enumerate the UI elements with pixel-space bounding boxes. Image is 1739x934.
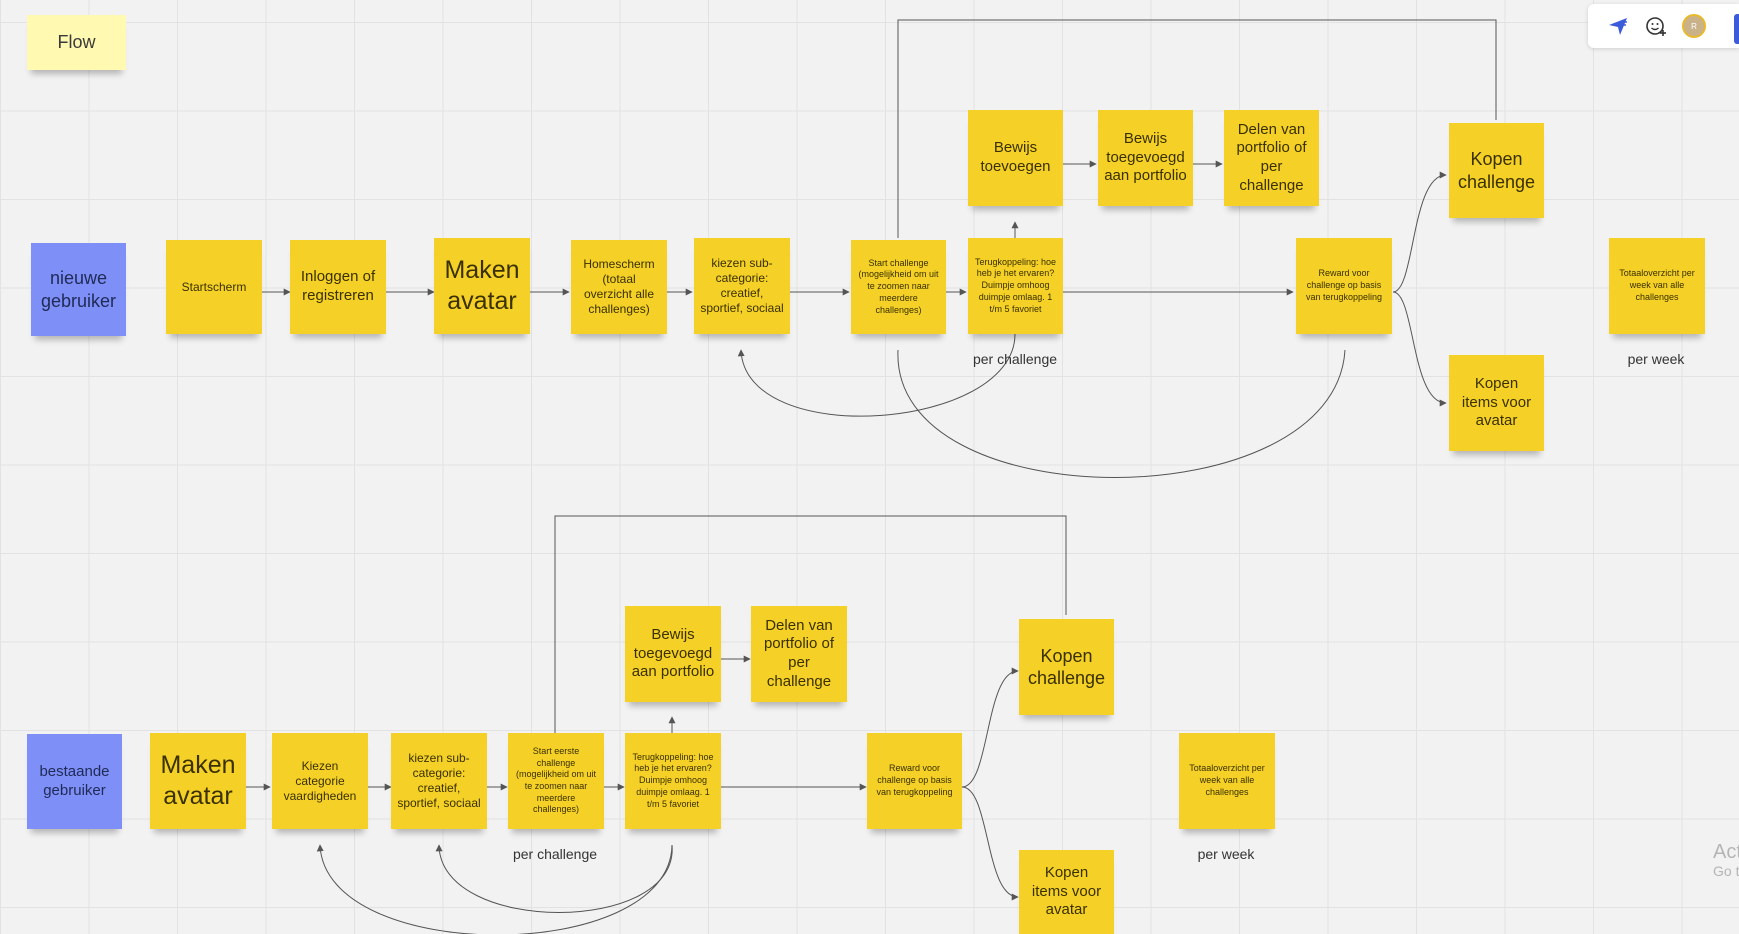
note-text: Kopen items voor avatar <box>1461 374 1532 430</box>
note-text: Terugkoppeling: hoe heb je het ervaren? … <box>974 256 1057 314</box>
note-maken-avatar-2[interactable]: Maken avatar <box>150 733 246 829</box>
note-kopen-challenge[interactable]: Kopen challenge <box>1449 123 1544 218</box>
avatar-initial: R <box>1691 21 1697 31</box>
note-kiezen-categorie[interactable]: Kiezen categorie vaardigheden <box>272 733 368 829</box>
note-text: nieuwe gebruiker <box>40 268 117 311</box>
note-text: Delen van portfolio of per challenge <box>1236 120 1307 194</box>
note-delen-portfolio[interactable]: Delen van portfolio of per challenge <box>1224 110 1319 206</box>
note-bestaande-gebruiker[interactable]: bestaande gebruiker <box>27 734 122 829</box>
note-text: Terugkoppeling: hoe heb je het ervaren? … <box>632 751 714 809</box>
note-terugkoppeling[interactable]: Terugkoppeling: hoe heb je het ervaren? … <box>968 238 1063 334</box>
note-nieuwe-gebruiker[interactable]: nieuwe gebruiker <box>31 243 126 336</box>
note-text: Start challenge (mogelijkheid om uit te … <box>858 257 939 315</box>
connector <box>961 786 1019 901</box>
note-kopen-items[interactable]: Kopen items voor avatar <box>1449 355 1544 451</box>
activation-watermark: Act Go t <box>1713 842 1739 878</box>
connector <box>897 349 1346 478</box>
note-text: Reward voor challenge op basis van terug… <box>1305 268 1383 302</box>
note-totaaloverzicht-2[interactable]: Totaaloverzicht per week van alle challe… <box>1179 733 1275 829</box>
note-text: Bewijs toegevoegd aan portfolio <box>1104 129 1187 185</box>
connector <box>1392 291 1447 407</box>
cursor-filter-icon[interactable] <box>1606 14 1630 38</box>
note-text: Start eerste challenge (mogelijkheid om … <box>515 745 597 815</box>
note-text: Flow <box>57 32 96 53</box>
note-delen-portfolio-2[interactable]: Delen van portfolio of per challenge <box>751 606 847 702</box>
note-bewijs-toevoegen[interactable]: Bewijs toevoegen <box>968 110 1063 206</box>
note-totaaloverzicht[interactable]: Totaaloverzicht per week van alle challe… <box>1609 238 1705 334</box>
connector <box>1392 171 1447 293</box>
note-text: Maken avatar <box>160 750 236 810</box>
note-text: Totaaloverzicht per week van alle challe… <box>1619 268 1695 302</box>
top-right-toolbar: R <box>1588 4 1739 48</box>
connector <box>737 333 1016 417</box>
note-text: Kopen items voor avatar <box>1031 863 1102 919</box>
note-text: Delen van portfolio of per challenge <box>763 616 835 690</box>
note-inloggen-registreren[interactable]: Inloggen of registreren <box>290 240 386 334</box>
note-text: Bewijs toegevoegd aan portfolio <box>631 625 715 681</box>
note-text: Reward voor challenge op basis van terug… <box>876 763 953 797</box>
note-text: Bewijs toevoegen <box>980 139 1051 175</box>
label-per-challenge-2: per challenge <box>512 846 598 862</box>
note-text: Homescherm (totaal overzicht alle challe… <box>583 257 655 316</box>
note-homescherm[interactable]: Homescherm (totaal overzicht alle challe… <box>571 240 667 334</box>
note-start-challenge[interactable]: Start challenge (mogelijkheid om uit te … <box>851 240 946 334</box>
label-per-week: per week <box>1627 351 1685 367</box>
add-reaction-icon[interactable] <box>1644 14 1668 38</box>
note-kiezen-subcategorie[interactable]: kiezen sub-categorie: creatief, sportief… <box>694 238 790 334</box>
note-text: kiezen sub-categorie: creatief, sportief… <box>397 751 481 810</box>
note-text: Startscherm <box>181 279 247 294</box>
note-maken-avatar[interactable]: Maken avatar <box>434 238 530 334</box>
flow-title-note[interactable]: Flow <box>27 15 126 70</box>
edge-accent-bar <box>1734 14 1739 44</box>
note-reward[interactable]: Reward voor challenge op basis van terug… <box>1296 238 1392 334</box>
note-bewijs-portfolio[interactable]: Bewijs toegevoegd aan portfolio <box>1098 110 1193 206</box>
note-text: kiezen sub-categorie: creatief, sportief… <box>700 256 784 315</box>
note-kopen-challenge-2[interactable]: Kopen challenge <box>1019 619 1114 715</box>
note-startscherm[interactable]: Startscherm <box>166 240 262 334</box>
note-text: Kopen challenge <box>1457 149 1536 192</box>
note-kiezen-subcategorie-2[interactable]: kiezen sub-categorie: creatief, sportief… <box>391 733 487 829</box>
note-text: Inloggen of registreren <box>300 268 376 304</box>
note-text: Kopen challenge <box>1027 645 1106 689</box>
note-text: bestaande gebruiker <box>39 762 110 799</box>
note-text: Maken avatar <box>444 255 520 315</box>
connector <box>316 844 673 934</box>
label-per-week-2: per week <box>1197 846 1255 862</box>
note-terugkoppeling-2[interactable]: Terugkoppeling: hoe heb je het ervaren? … <box>625 733 721 829</box>
watermark-line1: Act <box>1713 841 1739 863</box>
note-start-eerste-challenge[interactable]: Start eerste challenge (mogelijkheid om … <box>508 733 604 829</box>
note-text: Kiezen categorie vaardigheden <box>283 758 357 803</box>
note-reward-2[interactable]: Reward voor challenge op basis van terug… <box>867 733 962 829</box>
watermark-line2: Go t <box>1713 863 1739 879</box>
connector <box>961 667 1019 788</box>
user-avatar[interactable]: R <box>1682 14 1706 38</box>
note-text: Totaaloverzicht per week van alle challe… <box>1189 763 1265 797</box>
label-per-challenge: per challenge <box>972 351 1058 367</box>
note-bewijs-portfolio-2[interactable]: Bewijs toegevoegd aan portfolio <box>625 606 721 702</box>
note-kopen-items-2[interactable]: Kopen items voor avatar <box>1019 850 1114 934</box>
